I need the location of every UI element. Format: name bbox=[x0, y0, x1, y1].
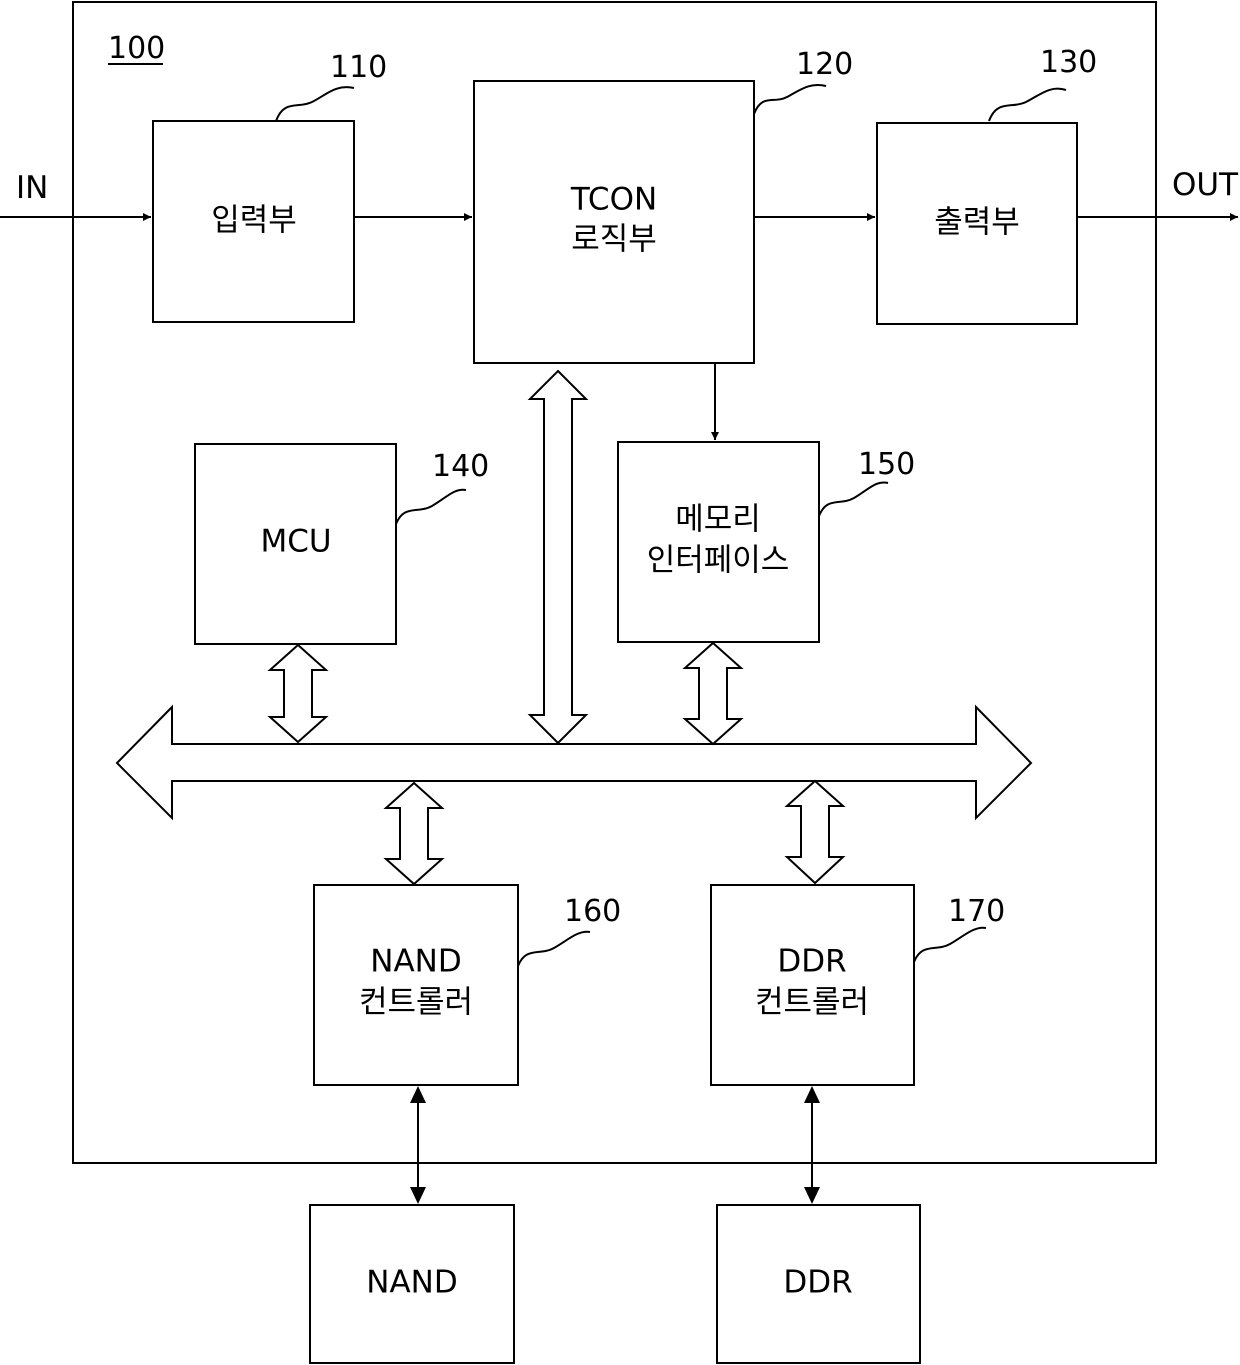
leader-110 bbox=[276, 87, 354, 121]
tcon-block-label-line2: 로직부 bbox=[571, 222, 657, 258]
ddr-link-arrowhead-down bbox=[804, 1187, 820, 1204]
nand-controller-label-line2: 컨트롤러 bbox=[359, 985, 473, 1021]
tcon-bus-connection bbox=[530, 371, 586, 743]
ref-140: 140 bbox=[432, 449, 489, 484]
mcu-bus-connection bbox=[270, 645, 326, 742]
leader-160 bbox=[518, 932, 590, 966]
nand-controller-label-line1: NAND bbox=[370, 944, 461, 980]
mcu-block-label: MCU bbox=[260, 524, 331, 560]
ddr-controller-label-line1: DDR bbox=[777, 944, 846, 980]
chip-ref-label: 100 bbox=[108, 31, 165, 66]
ddr-memory-label: DDR bbox=[783, 1265, 852, 1301]
nand-memory-label: NAND bbox=[366, 1265, 457, 1301]
tcon-block-label-line1: TCON bbox=[570, 182, 657, 218]
ddr-controller-bus-connection bbox=[787, 781, 843, 883]
ref-160: 160 bbox=[564, 894, 621, 929]
memory-interface-label-line1: 메모리 bbox=[675, 502, 761, 538]
memory-interface-label-line2: 인터페이스 bbox=[647, 543, 790, 579]
ref-120: 120 bbox=[796, 47, 853, 82]
nand-controller-bus-connection bbox=[386, 783, 442, 884]
leader-130 bbox=[989, 89, 1066, 121]
ref-150: 150 bbox=[858, 447, 915, 482]
output-block-label: 출력부 bbox=[934, 205, 1020, 241]
memory-interface-bus-connection bbox=[685, 643, 741, 744]
ddr-controller-label-line2: 컨트롤러 bbox=[755, 985, 869, 1021]
ref-130: 130 bbox=[1040, 45, 1097, 80]
in-label: IN bbox=[16, 170, 48, 206]
input-block-label: 입력부 bbox=[211, 203, 297, 239]
leader-170 bbox=[914, 928, 986, 962]
nand-link-arrowhead-up bbox=[410, 1086, 426, 1103]
leader-150 bbox=[819, 482, 888, 516]
ref-110: 110 bbox=[330, 50, 387, 85]
leader-140 bbox=[396, 490, 466, 524]
ddr-link-arrowhead-up bbox=[804, 1086, 820, 1103]
leader-120 bbox=[754, 85, 826, 114]
nand-link-arrowhead-down bbox=[410, 1187, 426, 1204]
out-label: OUT bbox=[1172, 167, 1239, 203]
ref-170: 170 bbox=[948, 894, 1005, 929]
